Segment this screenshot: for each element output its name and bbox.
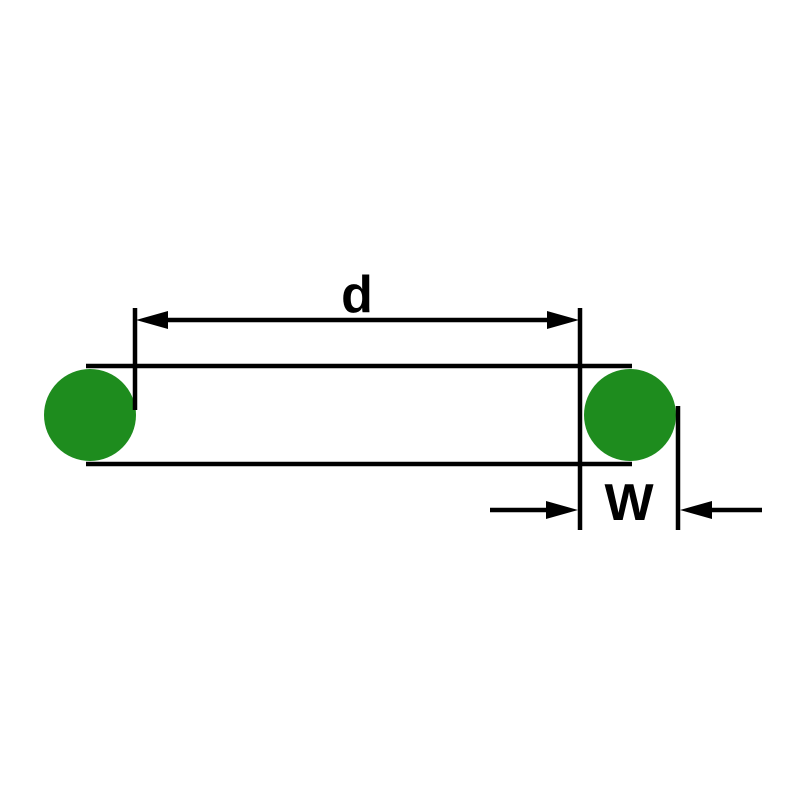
oring-cross-section-left [44, 369, 136, 461]
arrowhead-d-right-icon [547, 311, 579, 329]
label-inner-diameter: d [341, 266, 373, 324]
label-cross-section-width: W [604, 474, 654, 532]
arrowhead-d-left-icon [136, 311, 168, 329]
arrowhead-w-right-icon [680, 501, 712, 519]
oring-cross-section-right [584, 369, 676, 461]
arrowhead-w-left-icon [546, 501, 578, 519]
